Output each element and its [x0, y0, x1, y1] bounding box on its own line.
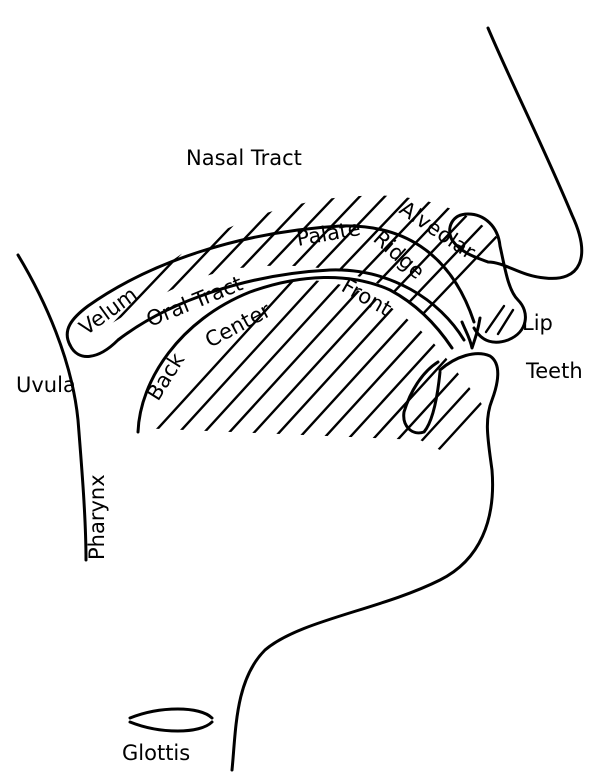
label-uvula: Uvula [16, 373, 76, 397]
palate-hatching [60, 170, 560, 380]
upper-lip-hatching [486, 306, 513, 334]
glottis-lower-fold [130, 722, 212, 731]
label-palate: Palate [295, 216, 363, 251]
label-lip: Lip [522, 311, 553, 335]
tongue-hatching [120, 240, 594, 470]
pharynx-wall [18, 255, 86, 560]
label-teeth: Teeth [525, 359, 583, 383]
lower-lip-chin [232, 354, 498, 770]
face-profile-upper [450, 28, 582, 342]
upper-teeth [462, 318, 480, 348]
label-nasal-tract: Nasal Tract [186, 146, 302, 170]
label-pharynx: Pharynx [85, 474, 109, 560]
glottis-upper-fold [130, 709, 212, 718]
label-glottis: Glottis [122, 741, 190, 765]
label-back: Back [142, 348, 190, 405]
